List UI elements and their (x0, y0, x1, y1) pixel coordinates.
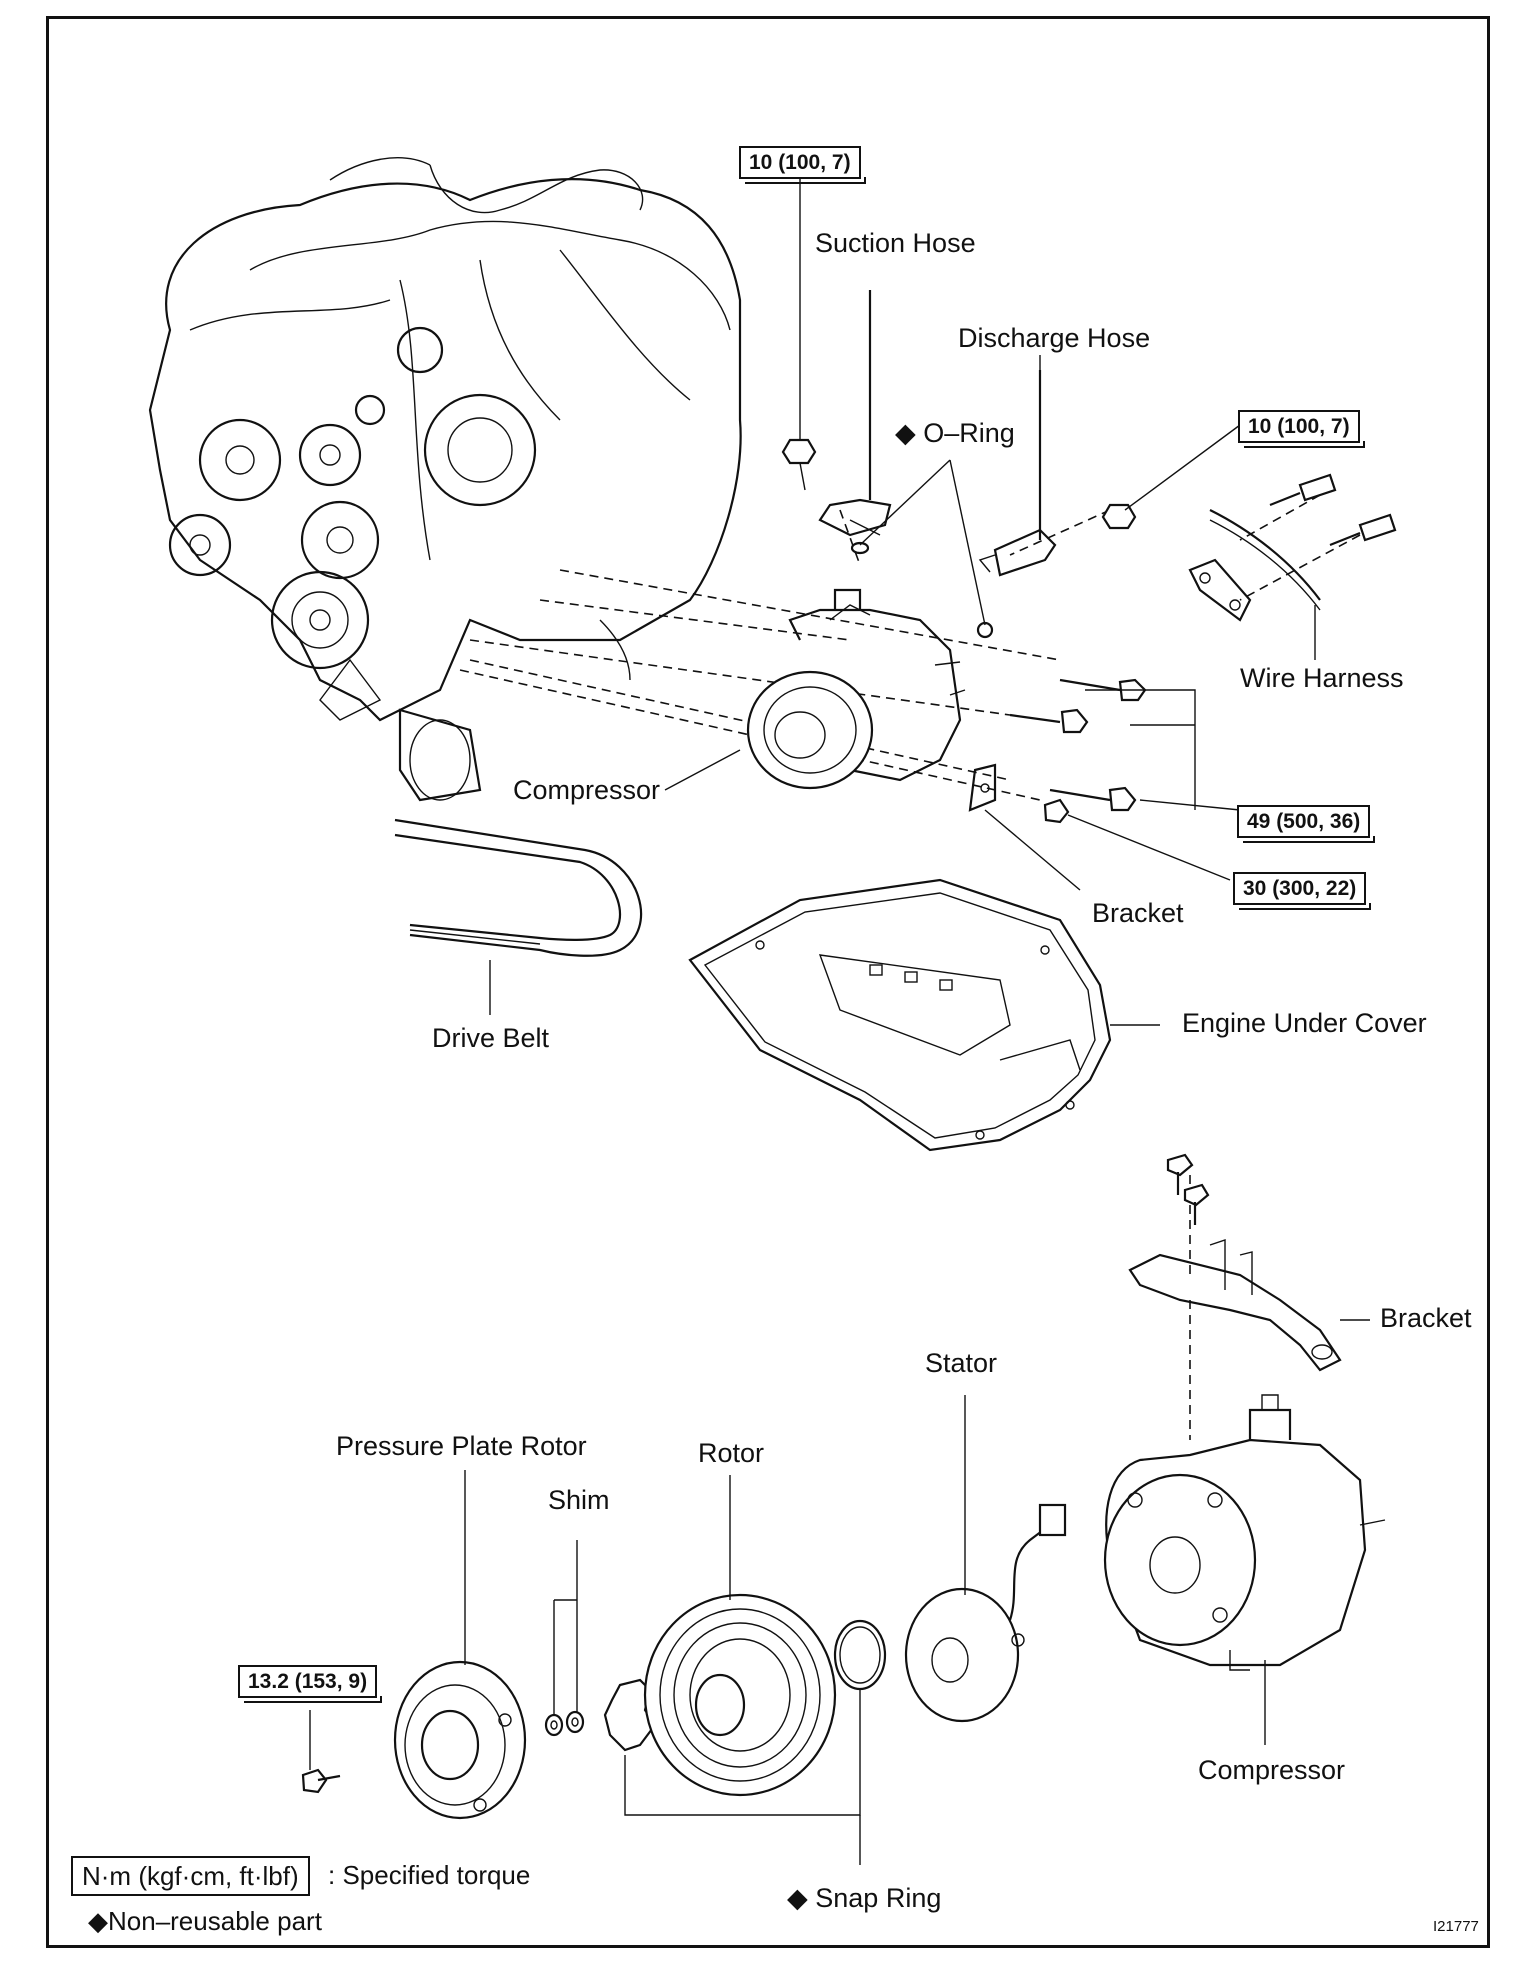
label-engine-under-cover: Engine Under Cover (1182, 1008, 1427, 1038)
label-rotor: Rotor (698, 1438, 765, 1468)
stator-drawing (904, 1503, 1067, 1723)
engine-drawing (148, 157, 742, 802)
label-discharge-hose: Discharge Hose (958, 323, 1151, 353)
torque-label-discharge-bolt: 10 (100, 7) (1238, 410, 1365, 448)
compressor-lower-drawing (1103, 1394, 1386, 1671)
rotor-drawing (643, 1593, 837, 1797)
label-o-ring: ◆ O–Ring (895, 418, 1015, 448)
label-stator: Stator (925, 1348, 998, 1378)
bracket-lower-drawing (1128, 1153, 1342, 1372)
label-snap-ring: ◆ Snap Ring (787, 1883, 942, 1913)
engine-under-cover-drawing (688, 878, 1112, 1152)
legend-non-reusable: ◆Non–reusable part (88, 1906, 322, 1936)
label-shim: Shim (548, 1485, 610, 1515)
label-suction-hose: Suction Hose (815, 228, 976, 258)
pressure-plate-drawing (393, 1660, 527, 1820)
pressure-plate-bolt-drawing (301, 1768, 341, 1794)
legend-torque-unit-box: N·m (kgf·cm, ft·lbf) (71, 1856, 310, 1896)
label-drive-belt: Drive Belt (432, 1023, 550, 1053)
leader-lines (309, 170, 1370, 1865)
wire-harness-drawing (1188, 473, 1397, 622)
torque-label-bracket-nut: 30 (300, 22) (1233, 872, 1372, 910)
label-compressor-lower: Compressor (1198, 1755, 1346, 1785)
label-bracket-middle: Bracket (1092, 898, 1184, 928)
torque-label-suction-bolt: 10 (100, 7) (739, 146, 866, 184)
diagram-frame (46, 16, 1490, 1948)
compressor-upper-drawing (746, 588, 966, 790)
torque-label-compressor-bolts: 49 (500, 36) (1237, 805, 1376, 843)
label-compressor-upper: Compressor (513, 775, 661, 805)
label-bracket-lower: Bracket (1380, 1303, 1472, 1333)
compressor-bolts-drawing (968, 678, 1147, 824)
torque-label-pressure-plate-bolt: 13.2 (153, 9) (238, 1665, 383, 1703)
dashed-mount-lines (459, 494, 1361, 1440)
legend-torque-description: : Specified torque (328, 1860, 531, 1890)
label-pressure-plate-rotor: Pressure Plate Rotor (336, 1431, 587, 1461)
drive-belt-drawing (394, 818, 643, 957)
label-wire-harness: Wire Harness (1240, 663, 1404, 693)
shim-drawing (544, 1710, 585, 1737)
discharge-hose-drawing (978, 370, 1137, 577)
figure-id: I21777 (1433, 1918, 1479, 1935)
suction-hose-drawing (781, 290, 994, 639)
